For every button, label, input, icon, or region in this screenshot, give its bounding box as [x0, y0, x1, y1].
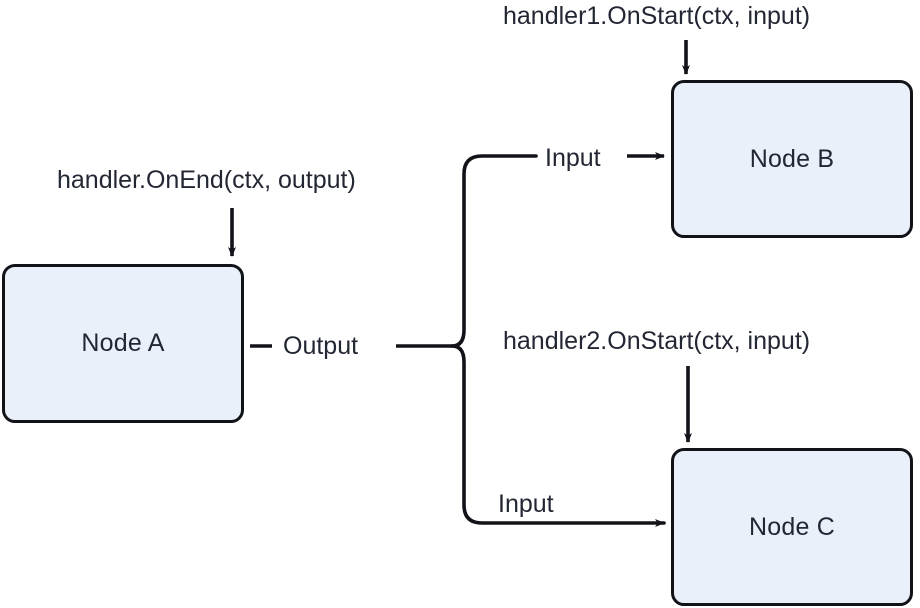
node-a[interactable]: Node A — [2, 264, 244, 423]
edge-label-input-node-c: Input — [498, 490, 554, 518]
node-c[interactable]: Node C — [671, 448, 913, 606]
node-b[interactable]: Node B — [671, 80, 913, 238]
handler-label-node-a: handler.OnEnd(ctx, output) — [57, 166, 356, 194]
node-c-label: Node C — [749, 512, 835, 541]
node-a-label: Node A — [81, 329, 165, 357]
edge-label-output: Output — [283, 332, 359, 360]
node-b-label: Node B — [749, 144, 835, 173]
edge-branch-lower — [450, 344, 666, 527]
handler-label-node-b: handler1.OnStart(ctx, input) — [503, 2, 811, 30]
edge-branch-upper — [450, 154, 538, 348]
handler-label-node-c: handler2.OnStart(ctx, input) — [503, 327, 811, 355]
edge-label-input-node-b: Input — [545, 144, 601, 172]
